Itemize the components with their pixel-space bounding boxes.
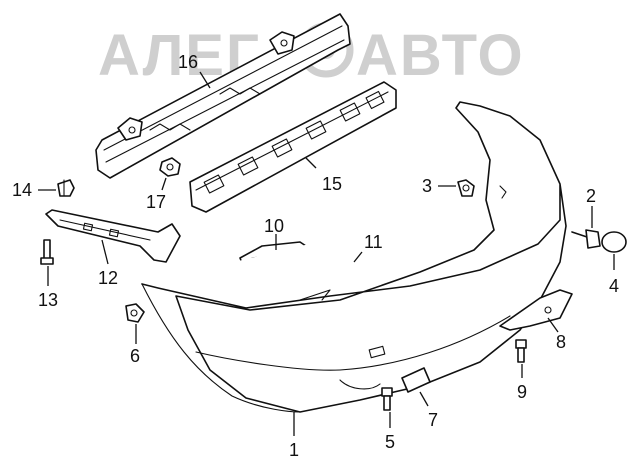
callout-6: 6 [130, 346, 140, 366]
callout-9: 9 [517, 382, 527, 402]
part-tow-hook-cover [401, 367, 431, 393]
part-cap-4 [601, 231, 627, 253]
part-clip-14 [57, 179, 75, 197]
callout-10: 10 [264, 216, 284, 236]
callout-16: 16 [178, 52, 198, 72]
callout-12: 12 [98, 268, 118, 288]
leader-8 [547, 317, 559, 333]
callout-14: 14 [12, 180, 32, 200]
part-side-bracket-right [499, 289, 573, 331]
leader-15 [305, 157, 317, 169]
part-clip-6 [125, 303, 145, 323]
leader-12 [101, 239, 109, 265]
callout-5: 5 [385, 432, 395, 452]
part-screw-13 [40, 239, 54, 265]
part-screw-5 [381, 387, 393, 411]
callout-8: 8 [556, 332, 566, 352]
callout-2: 2 [586, 186, 596, 206]
part-side-bracket-left [45, 209, 181, 263]
callout-labels: 16 15 17 14 12 13 10 11 3 2 4 1 7 5 8 9 … [12, 52, 619, 460]
part-energy-absorber [189, 81, 397, 213]
part-bumper-cover [141, 101, 567, 413]
callout-4: 4 [609, 276, 619, 296]
callout-13: 13 [38, 290, 58, 310]
callout-17: 17 [146, 192, 166, 212]
leader-7 [419, 391, 429, 407]
leader-17 [161, 177, 167, 191]
part-reinforcement-beam [95, 13, 351, 179]
leader-16 [199, 71, 211, 89]
callout-1: 1 [289, 440, 299, 460]
callout-7: 7 [428, 410, 438, 430]
leader-11 [353, 251, 363, 263]
leader-lines [38, 71, 615, 436]
callout-11: 11 [364, 232, 383, 252]
part-nut [159, 157, 181, 177]
callout-3: 3 [422, 176, 432, 196]
part-clip-3 [457, 179, 475, 197]
callout-15: 15 [322, 174, 342, 194]
part-screw-9 [515, 339, 527, 363]
watermark-right-text: АВТО [356, 23, 525, 88]
part-bolt-2 [571, 229, 601, 249]
